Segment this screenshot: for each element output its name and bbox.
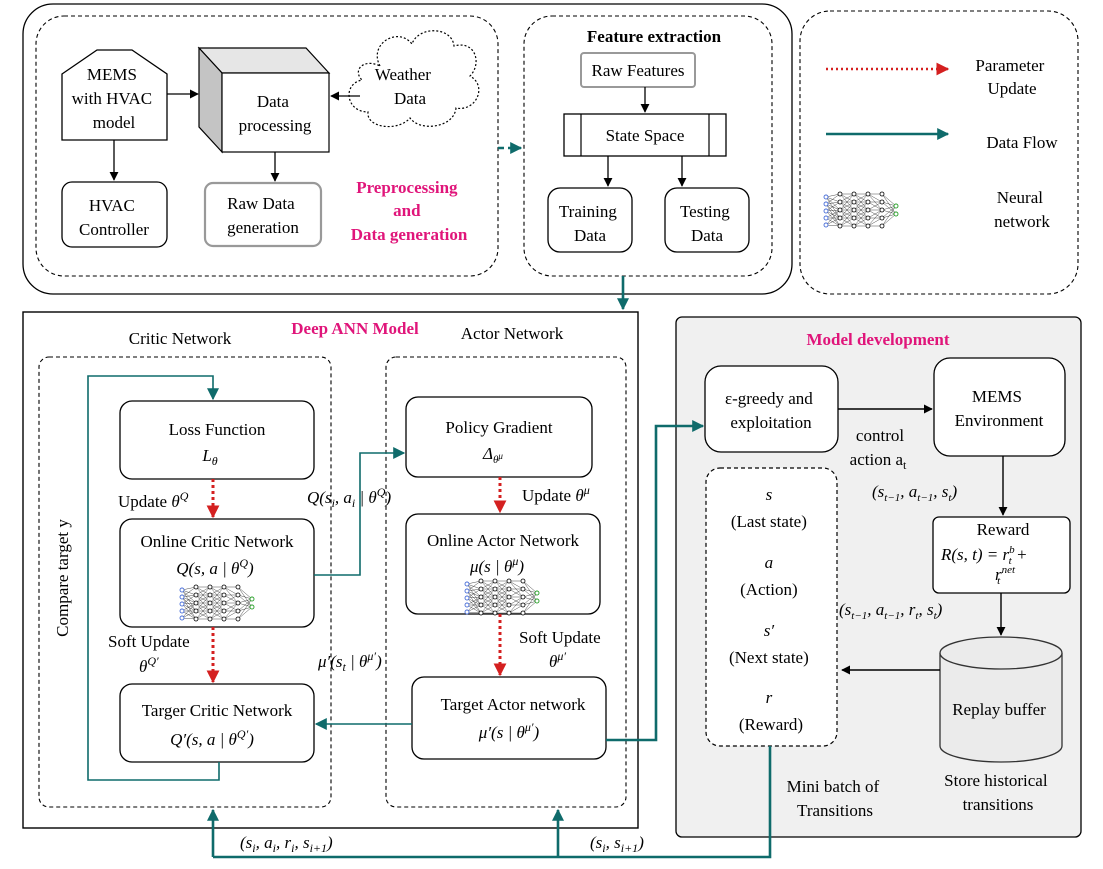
epsilon-greedy-node: [704, 365, 839, 453]
replay-buffer-label: Replay buffer: [952, 700, 1046, 719]
transition-tuple-label: (st−1, at−1, rt, st): [839, 600, 943, 622]
mems-hvac-model-label: MEMS with HVAC model: [72, 65, 157, 132]
hvac-controller-node: [61, 181, 168, 248]
data-processing-node: [197, 46, 331, 154]
data-processing-label: Data processing: [239, 92, 312, 135]
minibatch-node: [705, 467, 838, 747]
target-actor-label: Target Actor network: [441, 695, 586, 714]
minibatch-feedback-line: [213, 746, 772, 859]
mems-environment-label: MEMS Environment: [955, 387, 1044, 430]
actor-feedback-label: (si, si+1): [590, 833, 644, 855]
raw-features-label: Raw Features: [591, 61, 684, 80]
target-actor-node: [411, 676, 607, 760]
actor-network-panel: [385, 356, 627, 808]
weather-data-label: Weather Data: [375, 65, 435, 108]
compare-target-label: Compare target y: [53, 519, 72, 637]
loss-function-symbol: Lθ: [201, 446, 217, 468]
raw-features-node: [580, 52, 696, 88]
raw-data-generation-node: [203, 181, 323, 248]
policy-gradient-label: Policy Gradient: [445, 418, 552, 437]
testing-data-label: Testing Data: [680, 202, 734, 245]
actor-to-egreedy-arrow: [606, 420, 705, 742]
mems-environment-node: [933, 357, 1066, 457]
training-data-node: [547, 187, 633, 253]
target-critic-node: [119, 683, 315, 763]
preprocessing-title: Preprocessing and Data generation: [351, 178, 468, 244]
critic-to-policy-arrow: [314, 447, 406, 576]
legend-panel: [799, 10, 1079, 295]
critic-soft-update-label: Soft Update: [108, 632, 190, 651]
critic-soft-update-theta: θQ′: [139, 654, 159, 676]
legend-parameter-update-label: Parameter Update: [975, 56, 1048, 98]
training-data-label: Training Data: [559, 202, 621, 245]
preprocessing-arrows: [109, 89, 360, 182]
loss-function-label: Loss Function: [169, 420, 266, 439]
target-actor-formula: μ′(s | θμ′): [478, 720, 540, 742]
actor-network-title: Actor Network: [461, 324, 564, 343]
online-critic-label: Online Critic Network: [141, 532, 294, 551]
policy-gradient-symbol: Δθμ: [482, 444, 503, 466]
feature-arrows: [603, 87, 687, 187]
target-critic-label: Targer Critic Network: [142, 701, 293, 720]
model-development-title: Model development: [806, 330, 949, 349]
critic-to-policy-label: Q(si, ai | θQ): [307, 485, 391, 510]
online-actor-label: Online Actor Network: [427, 531, 580, 550]
state-tuple-label: (st−1, at−1, st): [872, 482, 957, 504]
critic-network-panel: [38, 356, 332, 808]
actor-update-label: Update θμ: [522, 483, 590, 505]
deep-ann-title: Deep ANN Model: [291, 319, 419, 338]
actor-soft-update-label: Soft Update: [519, 628, 601, 647]
testing-data-node: [664, 187, 750, 253]
replay-buffer-node: [939, 636, 1063, 763]
loss-function-node: [119, 400, 315, 480]
actor-soft-update-theta: θμ′: [549, 649, 566, 671]
legend-data-flow-label: Data Flow: [986, 133, 1058, 152]
store-historical-label: Store historical transitions: [944, 771, 1052, 814]
epsilon-greedy-label: ε-greedy and exploitation: [725, 389, 817, 432]
critic-update-label: Update θQ: [118, 489, 189, 511]
critic-feedback-label: (si, ai, ri, si+1): [240, 833, 333, 855]
online-actor-formula: μ(s | θμ): [469, 554, 524, 576]
control-action-label-line2: action at: [850, 450, 907, 472]
actor-to-critic-label: μ′(st | θμ′): [317, 649, 382, 674]
target-critic-formula: Q′(s, a | θQ′): [170, 727, 254, 749]
state-space-label: State Space: [606, 126, 685, 145]
online-critic-node: [119, 518, 315, 628]
critic-compare-loop: [87, 375, 220, 781]
critic-network-title: Critic Network: [129, 329, 232, 348]
hvac-controller-label: HVAC Controller: [79, 196, 149, 239]
weather-data-node: [348, 30, 480, 128]
legend-neural-network-label: Neural network: [994, 188, 1050, 231]
mems-hvac-model-node: [61, 49, 168, 141]
control-action-label-line1: control: [856, 426, 904, 445]
reward-label: Reward: [977, 520, 1030, 539]
raw-data-generation-label: Raw Data generation: [227, 194, 299, 237]
state-space-node: [563, 113, 727, 157]
minibatch-label: Mini batch of Transitions: [787, 777, 884, 820]
online-actor-node: [405, 513, 601, 615]
feature-extraction-title: Feature extraction: [587, 27, 722, 46]
online-critic-formula: Q(s, a | θQ): [176, 556, 254, 578]
minibatch-items: s (Last state) a (Action) s′ (Next state…: [729, 485, 813, 734]
policy-gradient-node: [405, 396, 593, 478]
